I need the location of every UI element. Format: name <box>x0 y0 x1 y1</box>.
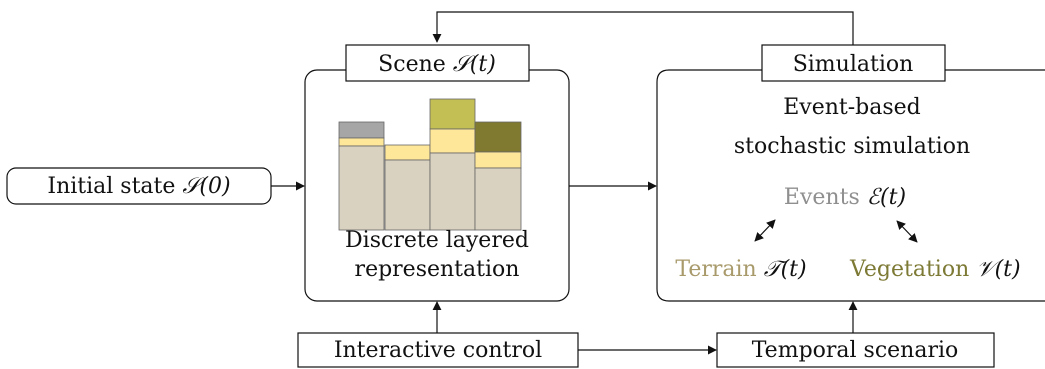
layer-rock <box>338 121 385 139</box>
interactive-control-box <box>297 332 579 368</box>
scene-tab-label: Scene 𝒮(t) <box>378 52 496 77</box>
layer-sand <box>384 144 431 161</box>
initial-state-label: Initial state 𝒮(0) <box>47 174 230 199</box>
layer-sand <box>429 128 476 154</box>
layer-bedrock <box>474 167 522 231</box>
layer-sand <box>474 151 522 169</box>
interactive-control-label: Interactive control <box>334 338 542 363</box>
simulation-tab-label: Simulation <box>793 52 914 77</box>
feedback-arrow <box>432 11 854 45</box>
scene-tab <box>345 44 530 82</box>
simulation-title-line1: Event-based <box>783 95 921 120</box>
layer-bedrock <box>338 145 385 231</box>
vegetation-label: Vegetation 𝒱(t) <box>849 257 1021 282</box>
layer-grass <box>429 98 476 130</box>
events-label: Events ℰ(t) <box>784 185 906 210</box>
layered-terrain-illustration <box>338 98 522 231</box>
layer-bedrock <box>429 152 476 231</box>
scene-caption-line1: Discrete layered <box>345 228 529 253</box>
terrain-label: Terrain 𝒯(t) <box>675 257 806 282</box>
simulation-panel <box>656 69 1045 302</box>
layer-sand <box>338 137 385 147</box>
simulation-tab <box>761 44 946 82</box>
simulation-title-line2: stochastic simulation <box>734 134 970 159</box>
events-terrain-arrow <box>754 219 776 242</box>
temporal-scenario-label: Temporal scenario <box>752 338 959 363</box>
scene-caption-line2: representation <box>355 257 520 282</box>
layer-bedrock <box>384 159 431 231</box>
layer-forest <box>474 121 522 153</box>
events-vegetation-arrow <box>896 220 918 243</box>
temporal-scenario-box <box>716 332 995 368</box>
